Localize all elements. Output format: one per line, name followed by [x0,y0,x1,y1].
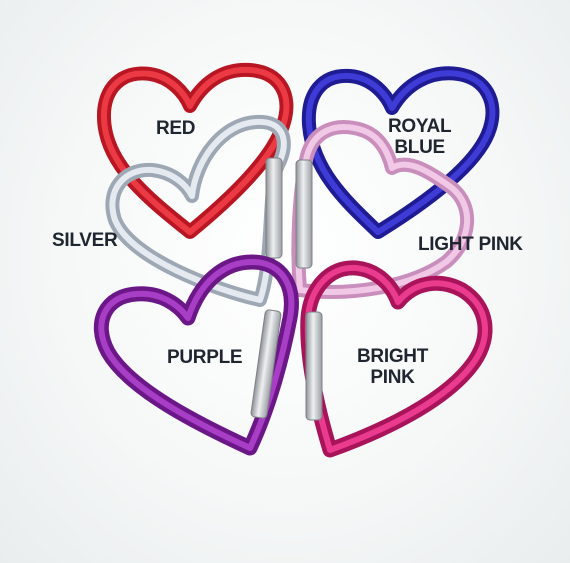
label-royal-blue-line1: ROYAL [388,116,452,137]
silver-carabiner [105,114,291,307]
label-bright-pink-line1: BRIGHT [357,346,429,367]
label-silver: SILVER [52,230,118,251]
label-purple-text: PURPLE [167,347,243,368]
label-red-text: RED [156,118,196,139]
label-bright-pink: BRIGHT PINK [357,346,428,388]
label-bright-pink-line2: PINK [370,367,415,388]
red-carabiner [97,62,294,239]
label-light-pink: LIGHT PINK [418,234,523,255]
bright-pink-carabiner [300,260,493,458]
label-light-pink-text: LIGHT PINK [418,234,523,255]
purple-carabiner [93,254,299,456]
royal-blue-carabiner [301,66,500,239]
label-royal-blue-line2: BLUE [394,137,445,158]
label-purple: PURPLE [167,347,243,368]
label-silver-text: SILVER [52,230,118,251]
label-royal-blue: ROYAL BLUE [388,116,452,158]
label-red: RED [156,118,196,139]
light-pink-carabiner [291,120,474,299]
